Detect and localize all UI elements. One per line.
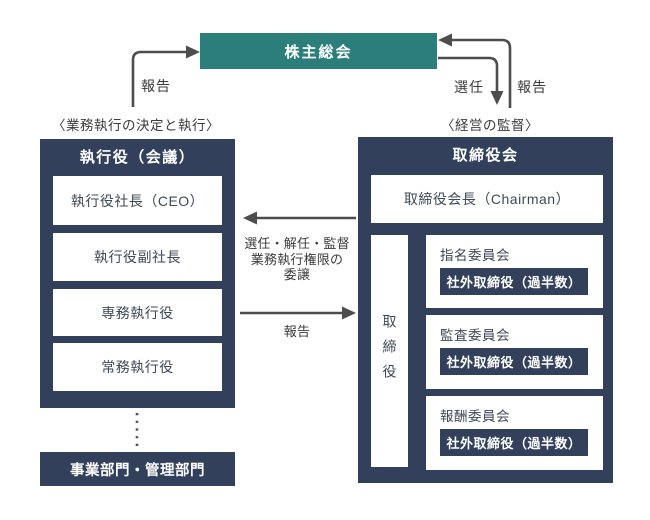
- committee-nomination-note: 社外取締役（過半数）: [440, 268, 588, 295]
- member-ceo: 執行役社長（CEO）: [53, 176, 222, 225]
- member-senior-managing-officer: 専務執行役: [53, 289, 222, 336]
- arrow-exec-to-board: [240, 306, 356, 320]
- label-delegation-line3: 委譲: [283, 267, 311, 282]
- label-appoint: 選任: [454, 79, 484, 95]
- label-report-left: 報告: [141, 78, 171, 94]
- member-managing-officer: 常務執行役: [53, 343, 222, 391]
- label-report-right: 報告: [517, 79, 547, 95]
- chairman-box: 取締役会長（Chairman）: [371, 175, 603, 223]
- chairman-label: 取締役会長（Chairman）: [403, 191, 571, 207]
- label-delegation: 選任・解任・監督 業務執行権限の 委譲: [233, 236, 361, 283]
- left-section-heading: 〈業務執行の決定と執行〉: [52, 118, 220, 133]
- departments-bar: 事業部門・管理部門: [40, 452, 235, 486]
- committee-compensation-name: 報酬委員会: [440, 409, 510, 424]
- shareholders-meeting-box: 株主総会: [200, 33, 437, 69]
- arrow-board-to-exec: [243, 211, 356, 225]
- member-deputy-president: 執行役副社長: [53, 233, 222, 281]
- committee-nomination: 指名委員会 社外取締役（過半数）: [426, 235, 603, 308]
- committee-audit: 監査委員会 社外取締役（過半数）: [426, 315, 603, 389]
- shareholders-meeting-label: 株主総会: [284, 43, 353, 61]
- label-delegation-line1: 選任・解任・監督: [244, 236, 350, 251]
- committee-audit-name: 監査委員会: [440, 328, 510, 343]
- departments-label: 事業部門・管理部門: [70, 462, 205, 479]
- committee-audit-note: 社外取締役（過半数）: [440, 348, 588, 375]
- arrow-report-left-up: [131, 45, 200, 107]
- directors-vertical-box: 取締役: [371, 235, 408, 467]
- directors-label: 取締役: [381, 313, 398, 389]
- arrow-appoint-down: [438, 56, 504, 105]
- board-of-directors-box: 取締役会 取締役会長（Chairman） 取締役 指名委員会 社外取締役（過半数…: [358, 137, 613, 483]
- committee-nomination-name: 指名委員会: [440, 248, 510, 263]
- label-report-mid: 報告: [283, 324, 311, 339]
- right-section-heading: 〈経営の監督〉: [441, 118, 539, 133]
- arrow-report-right-up: [438, 33, 512, 108]
- committee-compensation-note: 社外取締役（過半数）: [440, 429, 588, 456]
- board-of-directors-title: 取締役会: [452, 147, 519, 164]
- committee-compensation: 報酬委員会 社外取締役（過半数）: [426, 396, 603, 470]
- executive-officers-box: 執行役（会議） 執行役社長（CEO） 執行役副社長 専務執行役 常務執行役: [40, 139, 235, 408]
- executive-officers-title: 執行役（会議）: [79, 149, 196, 166]
- label-delegation-line2: 業務執行権限の: [250, 251, 344, 267]
